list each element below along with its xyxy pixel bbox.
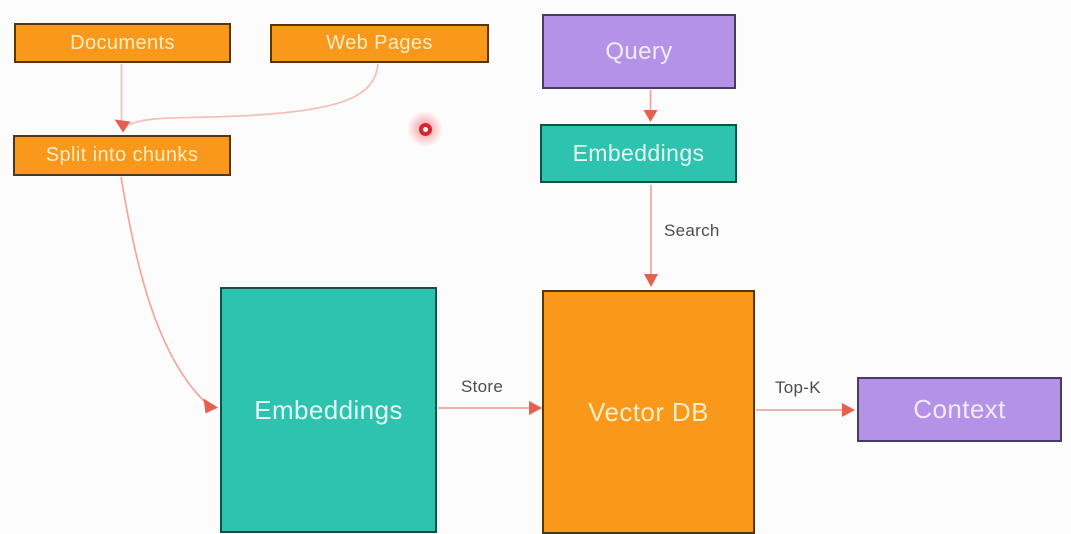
- node-vector-db-label: Vector DB: [588, 396, 709, 427]
- node-embeddings-query: Embeddings: [540, 124, 737, 183]
- node-split-into-chunks-label: Split into chunks: [45, 144, 199, 166]
- arrowhead-into-vectordb-top: [644, 274, 658, 287]
- node-documents: Documents: [14, 23, 231, 63]
- node-vector-db: Vector DB: [542, 290, 755, 534]
- node-embeddings-docs: Embeddings: [220, 287, 437, 533]
- edge-webpages-to-split: [128, 63, 379, 126]
- edge-split-to-embeddings: [120, 176, 208, 405]
- arrowhead-into-context: [842, 403, 855, 417]
- arrowhead-into-vectordb-left: [529, 401, 542, 415]
- node-query-label: Query: [605, 37, 673, 65]
- node-embeddings-docs-label: Embeddings: [254, 394, 403, 425]
- node-query: Query: [542, 14, 736, 89]
- click-indicator-icon: [419, 123, 432, 136]
- arrowhead-into-embeddings-docs: [203, 398, 218, 414]
- node-documents-label: Documents: [70, 31, 175, 54]
- node-context: Context: [857, 377, 1062, 442]
- arrowhead-into-split: [114, 119, 131, 133]
- node-embeddings-query-label: Embeddings: [572, 140, 705, 166]
- node-split-into-chunks: Split into chunks: [13, 135, 231, 176]
- edge-label-top-k: Top-K: [775, 378, 821, 397]
- node-web-pages: Web Pages: [270, 24, 489, 63]
- node-context-label: Context: [913, 394, 1006, 424]
- node-web-pages-label: Web Pages: [326, 32, 433, 54]
- edge-label-store: Store: [461, 377, 504, 396]
- arrowhead-into-embeddings-query: [643, 110, 658, 122]
- edge-label-search: Search: [664, 221, 720, 240]
